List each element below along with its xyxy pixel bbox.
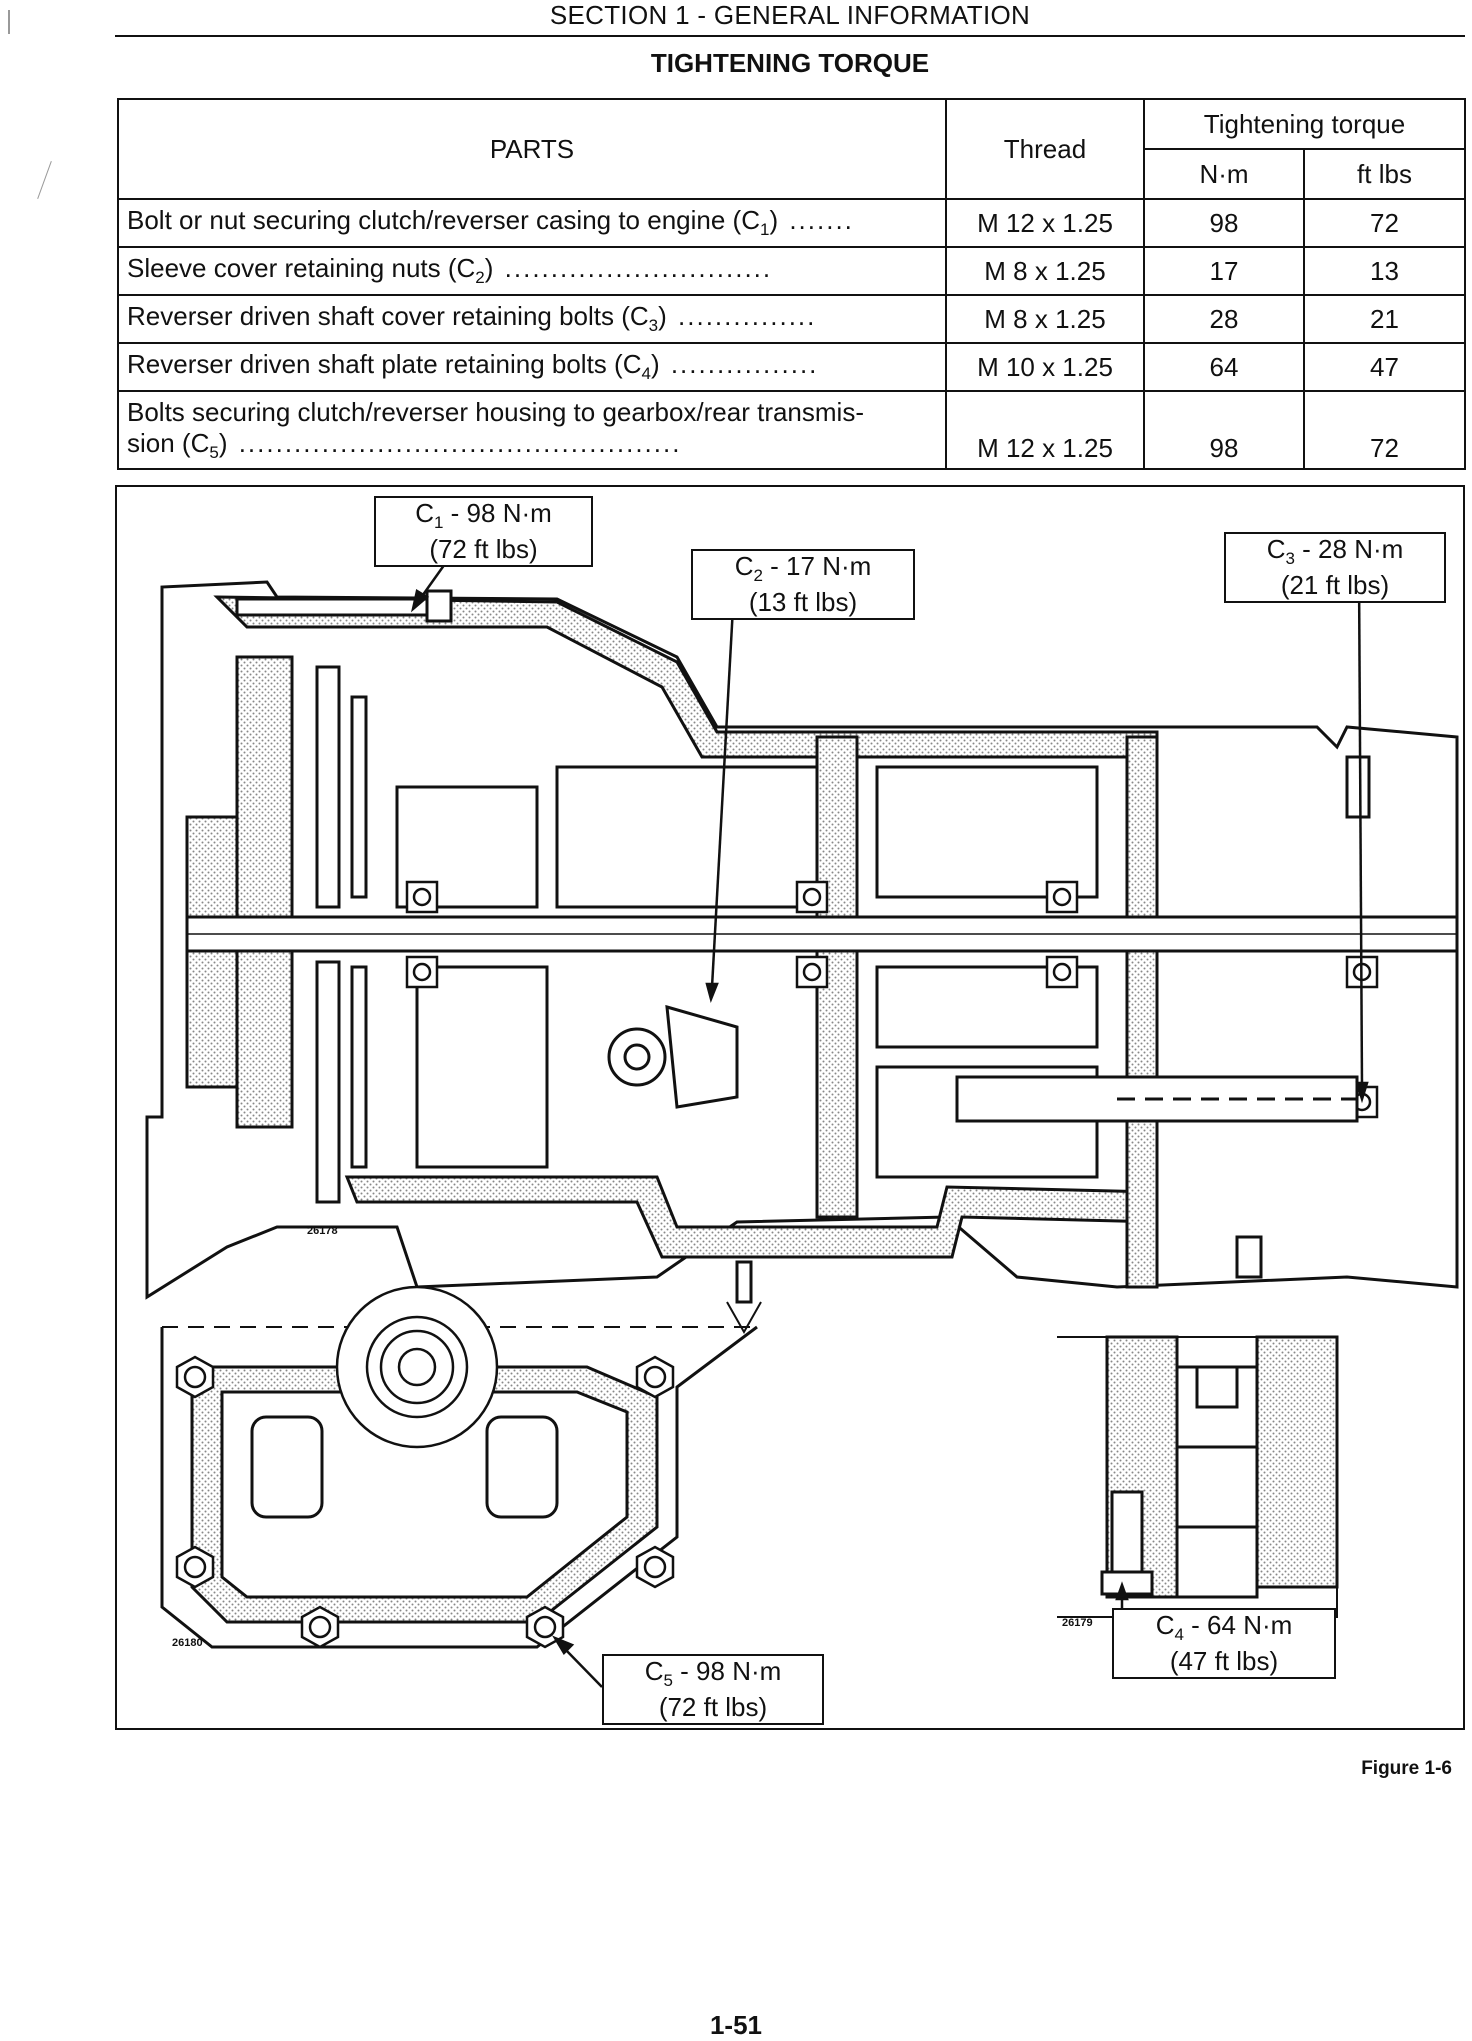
ftlbs-cell: 13	[1303, 246, 1466, 296]
callout-c4: C4 - 64 N·m (47 ft lbs)	[1112, 1608, 1336, 1680]
header-nm: N·m	[1143, 148, 1305, 200]
leader-lines	[410, 546, 1369, 1688]
transmission-drawing	[145, 546, 1459, 1688]
front-gasket-hatch	[190, 1365, 659, 1624]
section-header: SECTION 1 - GENERAL INFORMATION	[549, 0, 1031, 30]
part-cell: Reverser driven shaft plate retaining bo…	[117, 342, 947, 392]
callout-c1: C1 - 98 N·m (72 ft lbs)	[374, 496, 593, 568]
rear-casing-hatch	[1125, 735, 1159, 1289]
reference-number-main: 26178	[307, 1225, 338, 1237]
part-cell: Bolt or nut securing clutch/reverser cas…	[117, 198, 947, 248]
bearings	[405, 880, 1379, 1119]
thread-cell: M 8 x 1.25	[945, 294, 1145, 344]
callout-c3: C3 - 28 N·m (21 ft lbs)	[1224, 532, 1446, 604]
part-cell: Bolts securing clutch/reverser housing t…	[117, 390, 947, 470]
header-tightening-torque: Tightening torque	[1143, 98, 1466, 150]
callout-c5: C5 - 98 N·m (72 ft lbs)	[602, 1654, 824, 1726]
table-row: Bolt or nut securing clutch/reverser cas…	[117, 198, 1466, 248]
ftlbs-cell: 72	[1303, 198, 1466, 248]
reference-number-detail: 26179	[1062, 1617, 1093, 1629]
reference-number-front: 26180	[172, 1637, 203, 1649]
nm-cell: 98	[1143, 198, 1305, 248]
scan-edge-mark	[8, 10, 10, 34]
thread-cell: M 12 x 1.25	[945, 198, 1145, 248]
table-row: Reverser driven shaft cover retaining bo…	[117, 294, 1466, 344]
table-row: Reverser driven shaft plate retaining bo…	[117, 342, 1466, 392]
header-ftlbs: ft lbs	[1303, 148, 1466, 200]
clutch-housing-hatch	[235, 655, 294, 1129]
thread-cell: M 12 x 1.25	[945, 390, 1145, 470]
bolt-c3	[1345, 755, 1371, 819]
section-rule	[115, 35, 1465, 37]
scan-edge-mark	[37, 161, 52, 199]
callout-c2: C2 - 17 N·m (13 ft lbs)	[691, 549, 915, 621]
clutch-disc-lower	[315, 960, 341, 1204]
mid-wall-hatch	[815, 735, 859, 1219]
ftlbs-cell: 21	[1303, 294, 1466, 344]
detail-view	[1057, 1335, 1339, 1618]
page-number: 1-51	[709, 2010, 763, 2040]
ftlbs-cell: 72	[1303, 390, 1466, 470]
thread-cell: M 8 x 1.25	[945, 246, 1145, 296]
bolt-holes	[175, 1355, 675, 1649]
nm-cell: 17	[1143, 246, 1305, 296]
part-cell: Reverser driven shaft cover retaining bo…	[117, 294, 947, 344]
gear	[335, 1285, 499, 1449]
thread-cell: M 10 x 1.25	[945, 342, 1145, 392]
front-housing-outline	[160, 1325, 758, 1649]
nm-cell: 98	[1143, 390, 1305, 470]
nm-cell: 28	[1143, 294, 1305, 344]
table-row: Sleeve cover retaining nuts (C2) .......…	[117, 246, 1466, 296]
header-parts: PARTS	[117, 98, 947, 200]
figure-caption: Figure 1-6	[1361, 1758, 1452, 1779]
front-view	[160, 1285, 758, 1649]
main-section-view	[145, 580, 1459, 1335]
nm-cell: 64	[1143, 342, 1305, 392]
table-row: Bolts securing clutch/reverser housing t…	[117, 390, 1466, 470]
header-thread: Thread	[945, 98, 1145, 200]
part-cell: Sleeve cover retaining nuts (C2) .......…	[117, 246, 947, 296]
transmission-figure: C1 - 98 N·m (72 ft lbs) C2 - 17 N·m (13 …	[115, 485, 1465, 1730]
torque-table: PARTS Thread Tightening torque N·m ft lb…	[117, 98, 1466, 470]
housing-wall-bottom	[344, 1175, 1159, 1259]
clutch-disc-upper	[315, 665, 341, 909]
page-title: TIGHTENING TORQUE	[650, 48, 930, 78]
ftlbs-cell: 47	[1303, 342, 1466, 392]
